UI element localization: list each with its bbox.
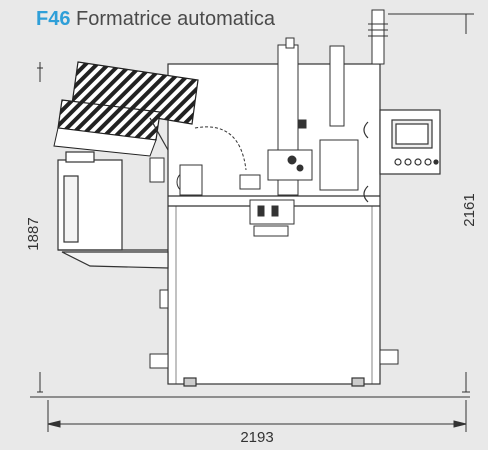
main-cabinet: [167, 63, 381, 387]
infeed-magazine: [53, 61, 199, 183]
machine-name: Formatrice automatica: [76, 8, 275, 30]
height-left-label: 1887: [25, 217, 42, 250]
side-unit: [57, 151, 169, 269]
height-right-label: 2161: [461, 193, 478, 226]
width-label: 2193: [240, 429, 273, 446]
machine-code: F46: [36, 8, 71, 30]
control-panel: [363, 109, 441, 203]
dimension-width: [47, 400, 467, 432]
side-knobs: [149, 289, 399, 369]
dimension-height-right: [388, 13, 474, 393]
dimension-height-left: [37, 62, 43, 393]
page-title: F46 Formatrice automatica: [36, 8, 275, 31]
central-mechanism: [176, 119, 359, 237]
